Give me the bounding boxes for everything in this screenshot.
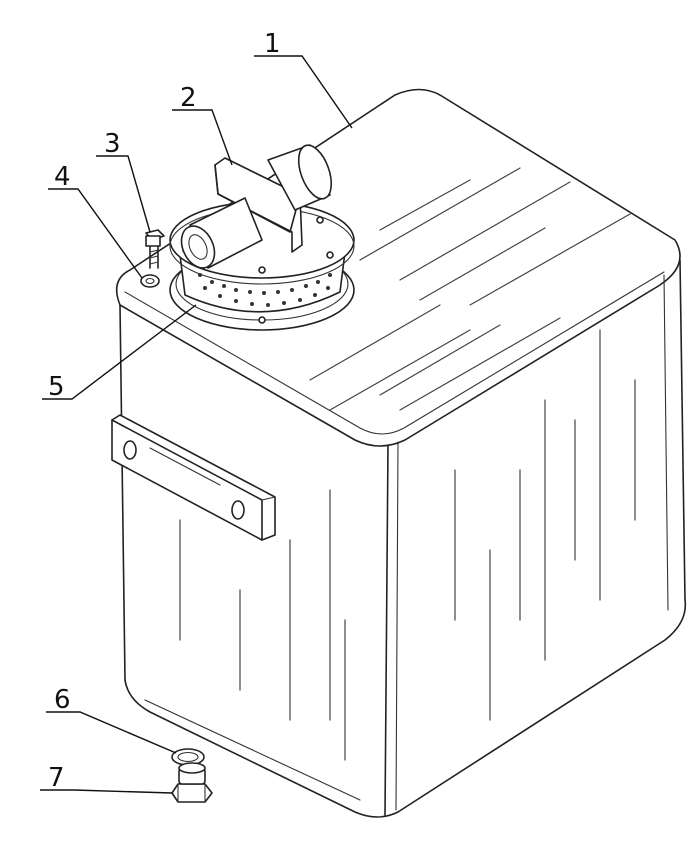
top-hatch — [379, 179, 471, 231]
tank-front-edge — [384, 444, 389, 816]
callout-6: 6 — [54, 685, 71, 715]
top-hatch — [329, 329, 471, 411]
bolt — [145, 229, 165, 269]
bracket-hole — [123, 440, 137, 460]
top-hatch — [309, 304, 441, 381]
drain-seal-ring — [171, 748, 205, 766]
callout-4: 4 — [54, 162, 71, 192]
tank-bottom-inner — [144, 699, 361, 801]
callout-1: 1 — [264, 29, 281, 59]
tank-top-surface — [115, 88, 681, 447]
callout-7: 7 — [48, 763, 65, 793]
top-hatch — [399, 317, 561, 411]
leader-3 — [96, 155, 151, 233]
callout-3: 3 — [104, 129, 121, 159]
top-hatch — [469, 213, 631, 306]
leader-2 — [172, 109, 233, 166]
top-hatch — [399, 181, 571, 281]
bracket-hole — [231, 500, 245, 520]
leader-6 — [46, 711, 177, 754]
callout-leaders — [40, 55, 353, 794]
top-hatch — [419, 227, 546, 301]
tank-bottom-left — [124, 679, 399, 818]
callout-2: 2 — [180, 83, 197, 113]
tank-right-edge — [679, 259, 686, 601]
leader-7 — [40, 789, 173, 794]
drain-plug — [171, 762, 213, 803]
strainer-perforations — [198, 273, 332, 307]
leader-1 — [254, 55, 353, 129]
mounting-bracket — [111, 414, 276, 541]
filler-breather-assembly — [169, 144, 355, 331]
washer — [140, 274, 160, 288]
leader-5 — [42, 304, 197, 400]
callout-labels: 1 2 3 4 5 6 7 — [48, 29, 281, 793]
tank-bottom-right — [397, 599, 687, 813]
tank-lid-rim — [124, 271, 665, 435]
tank-left-edge — [119, 304, 126, 681]
top-hatch — [379, 324, 501, 396]
tank-right-edge-inner — [663, 274, 669, 611]
tank-body — [115, 88, 687, 818]
top-hatch — [359, 167, 521, 261]
leader-4 — [48, 188, 143, 279]
tank-front-edge-inner — [395, 441, 399, 811]
callout-5: 5 — [48, 372, 65, 402]
